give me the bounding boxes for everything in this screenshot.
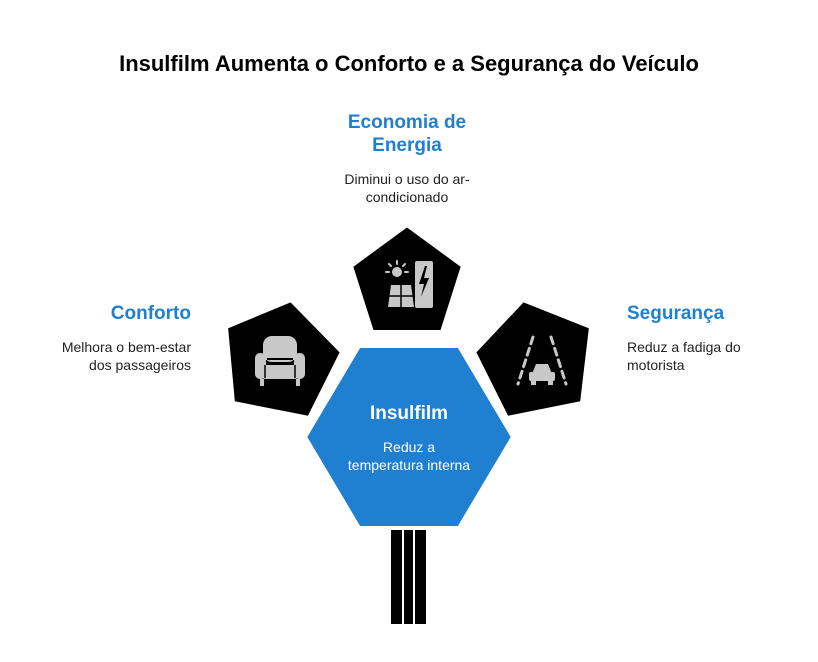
economia-title-line1: Economia de — [347, 112, 467, 133]
stand-bar — [404, 528, 413, 624]
conforto-description-line1: Melhora o bem-estar — [61, 339, 191, 355]
pentagon-shape — [348, 222, 466, 334]
conforto-description-line2: dos passageiros — [89, 357, 191, 373]
node-conforto — [223, 297, 345, 421]
node-seguranca — [471, 297, 594, 421]
seguranca-title: Segurança — [627, 303, 725, 324]
armchair-icon — [255, 336, 305, 386]
economia-description-line2: condicionado — [365, 189, 449, 205]
stand-bar — [415, 528, 426, 624]
solar-panel-battery-icon — [385, 260, 433, 308]
page-title: Insulfilm Aumenta o Conforto e a Seguran… — [119, 51, 699, 76]
center-title: Insulfilm — [369, 403, 449, 424]
seguranca-description-line2: motorista — [627, 357, 685, 373]
center-hexagon — [302, 344, 516, 530]
stand-bar — [391, 528, 402, 624]
pentagon-shape — [471, 297, 594, 421]
seguranca-description-line1: Reduz a fadiga do — [627, 339, 741, 355]
economia-title-line2: Energia — [372, 135, 442, 156]
conforto-title: Conforto — [110, 303, 191, 324]
center-description-line2: temperatura interna — [347, 457, 471, 473]
center-description-line1: Reduz a — [382, 439, 436, 455]
car-on-road-icon — [516, 335, 568, 386]
node-economia — [348, 222, 466, 334]
stand — [391, 528, 426, 624]
economia-description-line1: Diminui o uso do ar- — [344, 171, 470, 187]
